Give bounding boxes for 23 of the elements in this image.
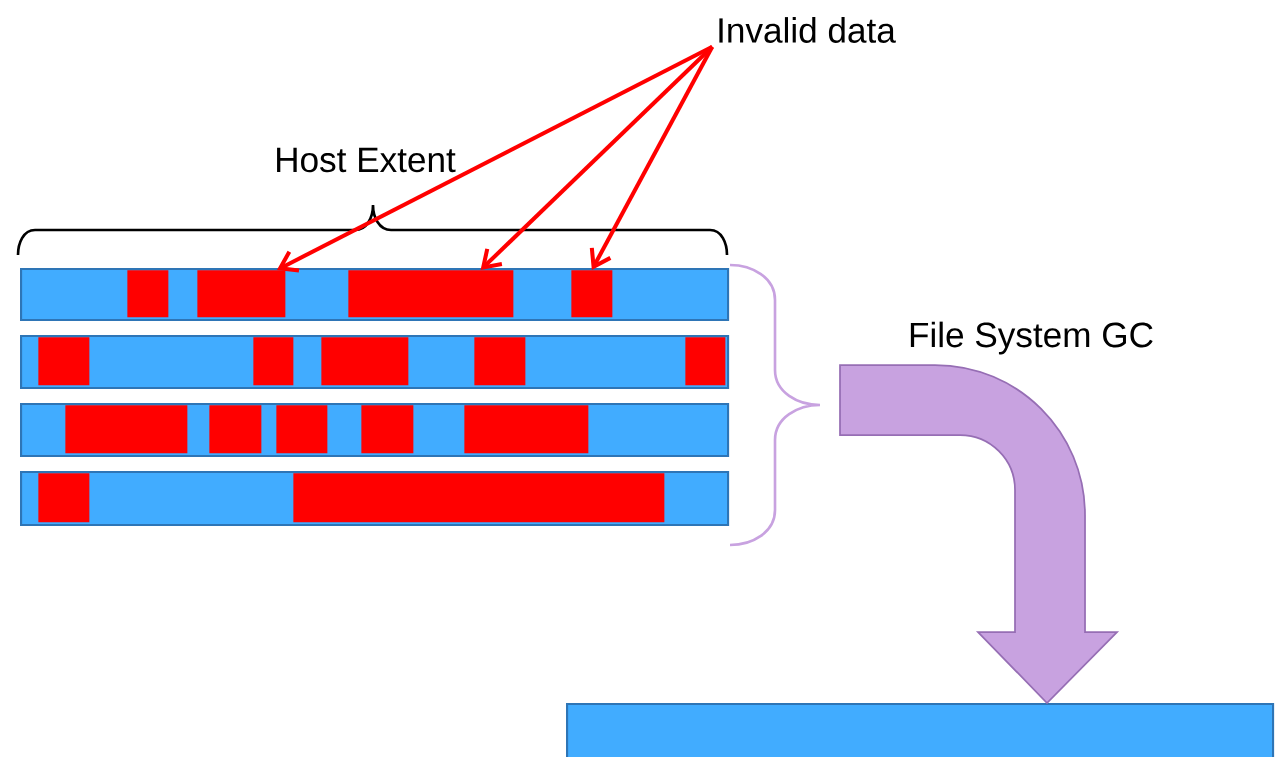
invalid-block [474,337,526,386]
invalid-block [361,405,414,454]
invalid-block [197,270,286,318]
arrow [589,45,715,270]
invalid-block [65,405,188,454]
invalid-block [38,473,90,523]
storage-bar [566,703,1275,757]
invalid-block [321,337,409,386]
invalid-block [571,270,613,318]
block-arrow [839,364,1118,704]
invalid-block [293,473,665,523]
invalid-block [464,405,589,454]
invalid-block [685,337,726,386]
label: Host Extent [277,147,456,173]
invalid-block [38,337,90,386]
invalid-block [127,270,169,318]
arrow [276,45,714,273]
invalid-block [253,337,294,386]
invalid-block [276,405,328,454]
invalid-block [209,405,262,454]
invalid-block [348,270,514,318]
callout-text: Invalid data [719,17,896,43]
label: File System GC [910,321,1153,355]
